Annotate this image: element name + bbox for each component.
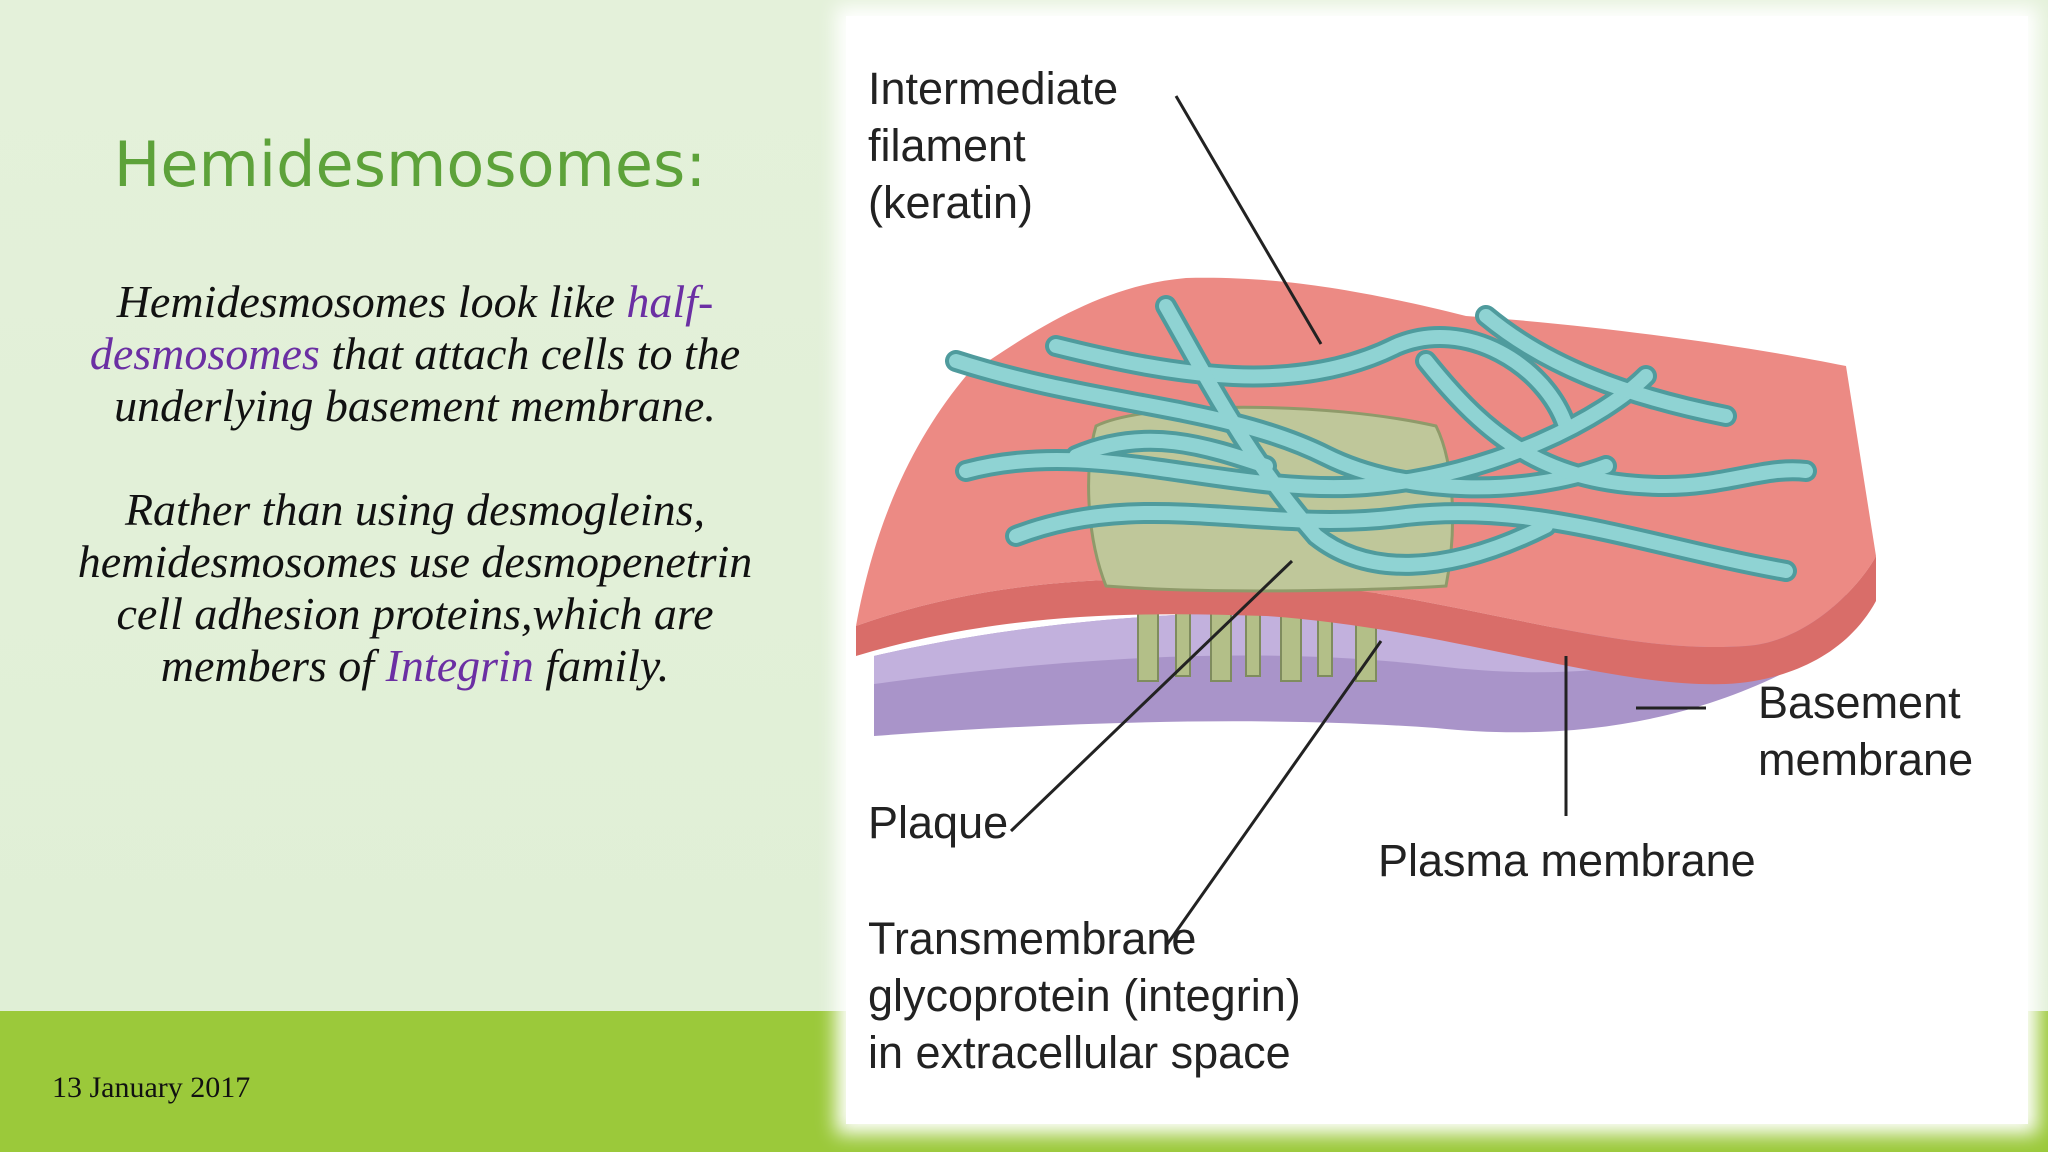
leader-plaque — [1009, 559, 1294, 833]
paragraph-2-text-b: family. — [533, 640, 670, 691]
leader-lines — [1009, 95, 1706, 947]
label-plasma-membrane: Plasma membrane — [1378, 835, 1756, 886]
label-transmembrane-line-2: glycoprotein (integrin) — [868, 970, 1301, 1021]
leader-intermediate-filament — [1174, 95, 1323, 345]
label-intermediate-filament: Intermediate filament (keratin) — [868, 60, 1118, 231]
label-basement-membrane: Basement membrane — [1758, 674, 1973, 788]
label-transmembrane: Transmembrane glycoprotein (integrin) in… — [868, 910, 1301, 1081]
paragraph-1-highlight: half-desmosomes — [89, 276, 714, 379]
paragraph-2: Rather than using desmogleins, hemidesmo… — [40, 484, 790, 692]
keratin-filaments — [945, 295, 1817, 582]
paragraph-2-text-a: Rather than using desmogleins, hemidesmo… — [77, 484, 753, 691]
paragraph-2-highlight: Integrin — [385, 640, 534, 691]
plasma-membrane-edge — [856, 556, 1876, 685]
hemidesmosome-illustration — [856, 95, 1876, 947]
label-intermediate-filament-line-2: filament — [868, 120, 1026, 171]
paragraph-1: Hemidesmosomes look like half-desmosomes… — [40, 276, 790, 432]
label-basement-membrane-line-1: Basement — [1758, 677, 1961, 728]
slide-body: Hemidesmosomes look like half-desmosomes… — [40, 276, 790, 744]
label-intermediate-filament-line-3: (keratin) — [868, 177, 1034, 228]
label-transmembrane-line-1: Transmembrane — [868, 913, 1197, 964]
paragraph-1-text-a: Hemidesmosomes look like — [116, 276, 627, 327]
hemidesmosome-figure: Intermediate filament (keratin) Plaque T… — [846, 16, 2028, 1124]
label-intermediate-filament-line-1: Intermediate — [868, 63, 1119, 114]
leader-transmembrane — [1164, 640, 1383, 947]
label-plaque: Plaque — [868, 797, 1009, 848]
paragraph-1-text-b: that attach cells to the underlying base… — [114, 328, 741, 431]
slide-date: 13 January 2017 — [52, 1071, 251, 1104]
label-transmembrane-line-3: in extracellular space — [868, 1027, 1291, 1078]
slide-title: Hemidesmosomes: — [113, 128, 707, 201]
label-basement-membrane-line-2: membrane — [1758, 734, 1974, 785]
